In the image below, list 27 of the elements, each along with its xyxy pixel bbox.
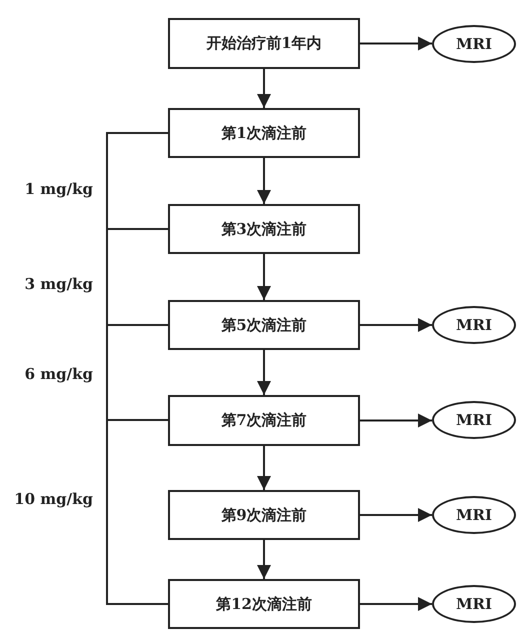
arrow	[257, 254, 271, 300]
arrow	[360, 414, 432, 428]
oval-node: MRI	[432, 496, 516, 534]
process-box: 开始治疗前1年内	[168, 18, 360, 69]
oval-node: MRI	[432, 25, 516, 63]
dose-label: 6 mg/kg	[24, 365, 93, 383]
arrow	[360, 508, 432, 522]
arrow	[360, 36, 432, 50]
arrow	[257, 158, 271, 204]
arrow	[257, 350, 271, 395]
process-box: 第9次滴注前	[168, 490, 360, 540]
process-box: 第5次滴注前	[168, 300, 360, 350]
oval-node: MRI	[432, 306, 516, 344]
process-box: 第3次滴注前	[168, 204, 360, 254]
arrow	[257, 540, 271, 579]
oval-node: MRI	[432, 401, 516, 439]
arrow	[360, 318, 432, 332]
arrow	[360, 597, 432, 611]
dose-label: 1 mg/kg	[24, 180, 93, 198]
dose-label: 10 mg/kg	[14, 490, 93, 508]
process-box: 第7次滴注前	[168, 395, 360, 446]
process-box: 第12次滴注前	[168, 579, 360, 629]
oval-node: MRI	[432, 585, 516, 623]
arrow	[257, 446, 271, 490]
arrow	[257, 69, 271, 108]
process-box: 第1次滴注前	[168, 108, 360, 158]
dose-label: 3 mg/kg	[24, 275, 93, 293]
